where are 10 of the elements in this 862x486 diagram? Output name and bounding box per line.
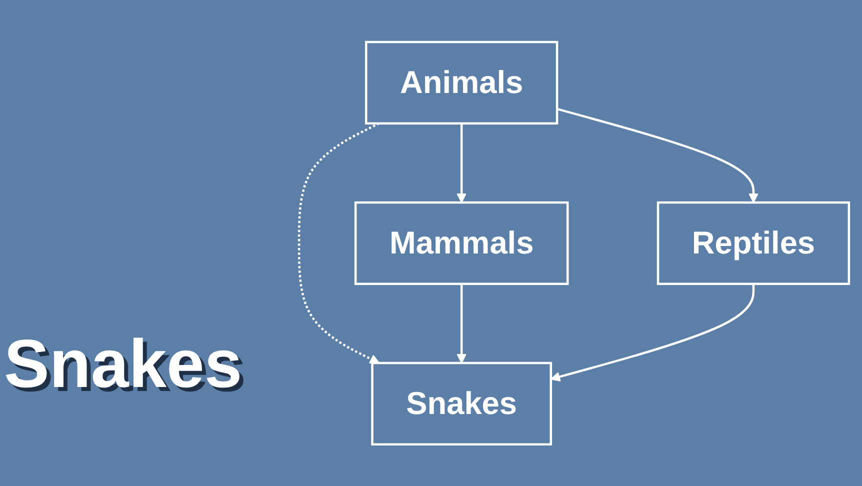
slide-title: Snakes: [4, 330, 242, 398]
arrow: [550, 284, 755, 382]
arrow: [298, 122, 380, 364]
node-box: Reptiles: [656, 201, 850, 285]
arrow: [556, 108, 758, 203]
node-box: Snakes: [371, 362, 552, 446]
arrow: [456, 284, 467, 364]
arrow: [456, 123, 467, 203]
node-box: Animals: [365, 40, 558, 124]
node-box: Mammals: [354, 201, 569, 285]
